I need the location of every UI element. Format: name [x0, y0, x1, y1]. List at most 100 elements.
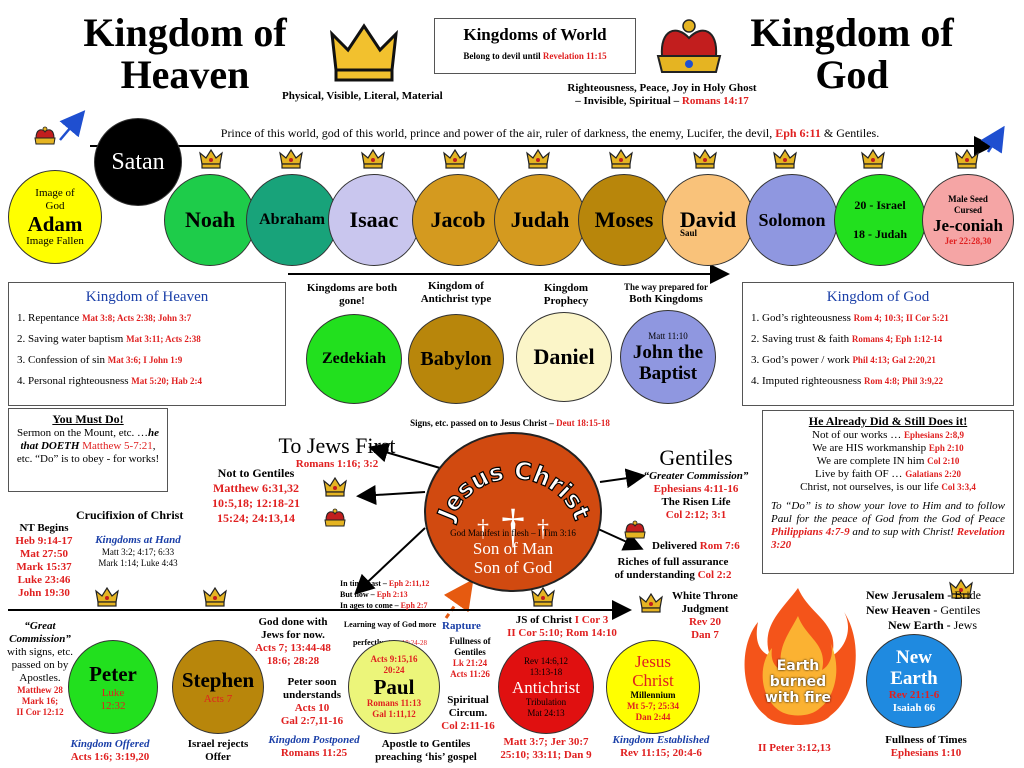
paul-ref1: Romans 11:13 [366, 698, 422, 708]
jesus-christ-circle: Jesus Christ † † † God Manifest in flesh… [424, 432, 602, 592]
belong-devil-text: Belong to devil until [463, 51, 541, 61]
already-did-text: We are HIS workmanship [812, 442, 927, 454]
jesus-christ-millennium-circle: Jesus Christ Millennium Mt 5-7; 25:34 Da… [606, 640, 700, 734]
spiritual-block: Spiritual Circum. Col 2:11-16 [436, 694, 500, 733]
already-did-text: Live by faith OF … [815, 468, 903, 480]
way-prepared-2: Both Kingdoms [629, 293, 703, 305]
great-commission-block: “Great Commission” with signs, etc. pass… [2, 620, 78, 718]
abraham-circle: Abraham [246, 174, 338, 266]
antichrist-refs-line: 25:10; 33:11; Dan 9 [500, 749, 592, 761]
adam-circle: Image of God Adam Image Fallen [8, 170, 102, 264]
satan-circle: Satan [94, 118, 182, 206]
already-did-row: We are HIS workmanship Eph 2:10 [771, 442, 1005, 455]
kg-item-text: 4. Imputed righteousness [751, 375, 862, 387]
david-circle: David [662, 174, 754, 266]
stephen-circle: Stephen Acts 7 [172, 640, 264, 734]
righteousness-line-1: Righteousness, Peace, Joy in Holy Ghost [567, 82, 757, 94]
signs-text: Signs, etc. passed on to Jesus Christ – [410, 418, 554, 428]
moses-label: Moses [594, 207, 654, 232]
great-commission-ref: Mark 16; [21, 696, 59, 706]
prince-line: Prince of this world, god of this world,… [180, 126, 920, 141]
new-earth-name: New Earth [890, 647, 938, 689]
kg-item: 3. God’s power / work Phil 4:13; Gal 2:2… [751, 354, 1005, 367]
adam-bottom: Image Fallen [26, 234, 84, 247]
riches-line: Riches of full assurance of understandin… [598, 556, 748, 582]
paul-name: Paul [373, 675, 415, 699]
antichrist-name: Antichrist [512, 677, 580, 697]
moses-circle: Moses [578, 174, 670, 266]
israel-rejects-label: Israel rejects Offer [187, 738, 249, 763]
jacob-circle: Jacob [412, 174, 504, 266]
already-did-row: Live by faith OF … Galatians 2:20 [771, 468, 1005, 481]
kingdoms-world-box: Kingdoms of World Belong to devil until … [434, 18, 636, 74]
john-label: John the Baptist [632, 341, 704, 384]
new-jerusalem-row: New Earth - Jews [866, 618, 1022, 633]
david-label: David [679, 207, 737, 232]
not-gentiles-ref: Matthew 6:31,32 [213, 481, 299, 495]
white-throne-title: White Throne Judgment [672, 590, 738, 615]
jews-first-title: To Jews First [278, 433, 396, 458]
already-did-para-text: To “Do” is to show your love to Him and … [771, 500, 1005, 525]
kh-item-text: 3. Confession of sin [17, 354, 105, 366]
god-done-ref: 18:6; 28:28 [266, 655, 320, 667]
white-throne-ref2: Dan 7 [691, 629, 719, 641]
israel-label: 20 - Israel [854, 198, 906, 212]
fullness-ref: Acts 11:26 [450, 669, 490, 679]
adam-name: Adam [27, 211, 83, 236]
kg-box-title: Kingdom of God [826, 289, 930, 305]
at-hand-block: Kingdoms at Hand Matt 3:2; 4:17; 6:33 Ma… [86, 534, 190, 569]
zedekiah-label: Zedekiah [321, 350, 386, 367]
spiritual-ref: Col 2:11-16 [441, 720, 495, 732]
paul-ref-top1: Acts 9:15,16 [370, 654, 418, 664]
earth-fire-block: Earth burned with fire [740, 586, 856, 734]
great-commission-ref: Matthew 28 [17, 685, 63, 695]
jesus-christ-bottom-sub: Millennium [630, 689, 676, 700]
fullness-times-ref: Ephesians 1:10 [890, 747, 962, 759]
nt-begins-ref: Luke 23:46 [17, 574, 71, 586]
babylon-circle: Babylon [408, 314, 504, 404]
jews-first-ref: Romans 1:16; 3:2 [295, 458, 379, 470]
already-did-para-text-2: and to sup with Christ! [852, 526, 954, 538]
kingdom-god-crown-icon [656, 19, 722, 73]
paul-circle: Acts 9:15,16 20:24 Paul Romans 11:13 Gal… [348, 640, 440, 734]
fire-icon [744, 588, 856, 725]
time-past-row: But now – Eph 2:13 [340, 589, 450, 600]
already-did-para-ref-2: Revelation 3:20 [771, 526, 1005, 551]
kh-item-text: 2. Saving water baptism [17, 333, 124, 345]
kg-item-ref: Rom 4:8; Phil 3:9,22 [864, 376, 944, 386]
antichrist-refs-line: Matt 3:7; Jer 30:7 [503, 736, 589, 748]
already-did-ref: Ephesians 2:8,9 [903, 430, 964, 440]
cross-right-icon: † [537, 516, 549, 542]
kg-item-ref: Rom 4; 10:3; II Cor 5:21 [853, 313, 949, 323]
nj-text: Bride [951, 588, 981, 602]
gentiles-ref1: Ephesians 4:11-16 [653, 483, 739, 495]
peter-soon-text: Peter soon understands [282, 676, 342, 701]
kh-box-title: Kingdom of Heaven [85, 289, 209, 305]
already-did-box: He Already Did & Still Does it! Not of o… [762, 410, 1014, 574]
great-commission-ref: II Cor 12:12 [16, 707, 64, 717]
peter-ref2: 12:32 [100, 699, 126, 712]
adam-top: Image of God [35, 186, 75, 212]
peter-soon-ref: Acts 10 [294, 702, 330, 714]
riches-1: Riches of full assurance [617, 556, 729, 568]
kh-item: 2. Saving water baptism Mat 3:11; Acts 2… [17, 333, 277, 346]
time-past-block: In time past – Eph 2:11,12 But now – Eph… [340, 578, 450, 611]
kingdom-postponed-title: Kingdom Postponed [268, 734, 360, 746]
delivered-ref: Rom 7:6 [699, 540, 740, 552]
kg-item: 1. God’s righteousness Rom 4; 10:3; II C… [751, 312, 1005, 325]
peter-soon-ref: Gal 2:7,11-16 [280, 715, 344, 727]
jeconiah-ref: Jer 22:28,30 [944, 235, 992, 246]
jews-first-block: To Jews First Romans 1:16; 3:2 [256, 434, 418, 471]
jeconiah-top: Male Seed Cursed [948, 193, 988, 215]
js-christ-text: JS of Christ [515, 614, 573, 626]
js-christ-ref2: II Cor 5:10; Rom 14:10 [507, 627, 617, 639]
peter-circle: Peter Luke 12:32 [68, 640, 158, 734]
kh-item: 1. Repentance Mat 3:8; Acts 2:38; John 3… [17, 312, 277, 325]
must-do-line2: , etc. [16, 440, 156, 465]
kh-item-text: 1. Repentance [17, 312, 80, 324]
cross-center-icon: † [501, 500, 525, 553]
god-done-text: God done with Jews for now. [258, 616, 328, 641]
great-commission-body: with signs, etc. passed on by Apostles. [7, 646, 73, 684]
antichrist-ref1: Rev 14:6,12 [524, 655, 568, 666]
